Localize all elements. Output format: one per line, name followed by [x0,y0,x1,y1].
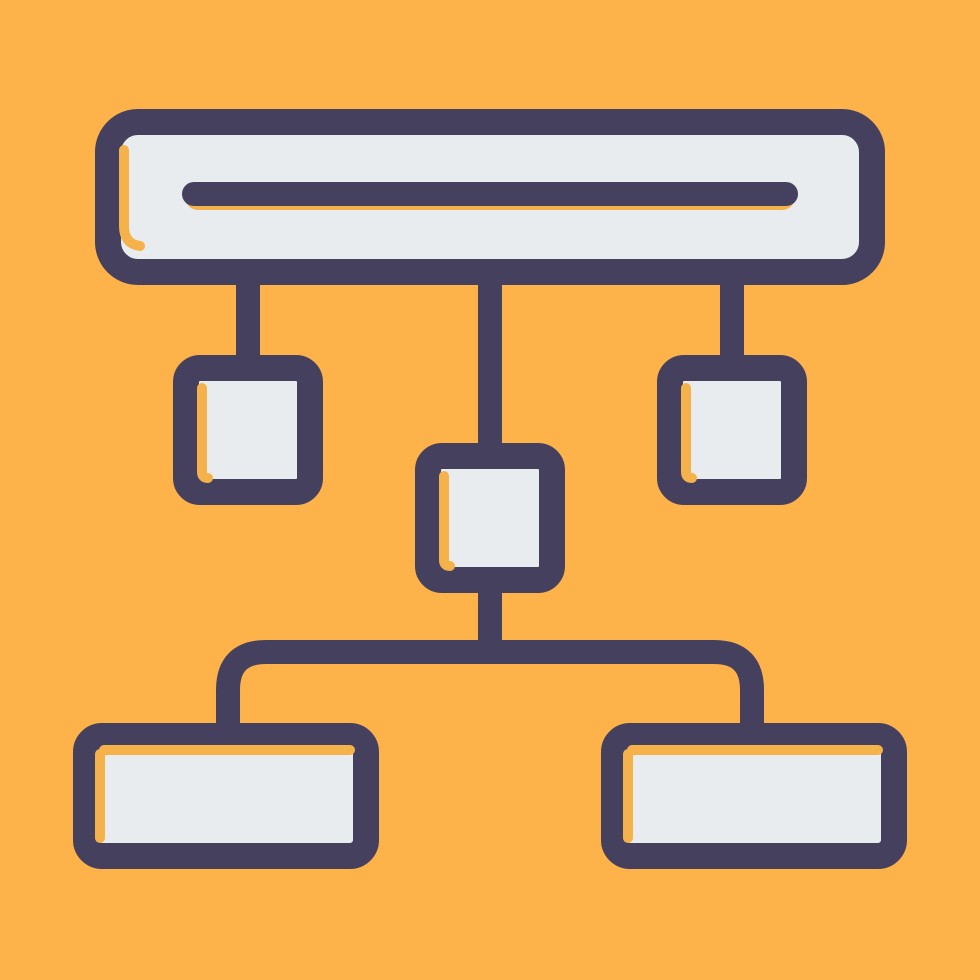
node-right-box [657,355,807,505]
header-bar-accent [119,145,145,251]
node-right [657,355,807,505]
node-center [415,443,565,593]
node-bottom-left-box [73,723,379,869]
node-center-box [415,443,565,593]
header-bar [95,109,885,285]
node-left-accent [197,383,213,483]
node-bottom-right-box [601,723,907,869]
node-right-accent [681,383,697,483]
connector-branch [216,640,764,736]
node-left-box [173,355,323,505]
node-left [173,355,323,505]
node-center-accent [439,471,455,571]
node-bottom-right [601,723,907,869]
node-bottom-left [73,723,379,869]
